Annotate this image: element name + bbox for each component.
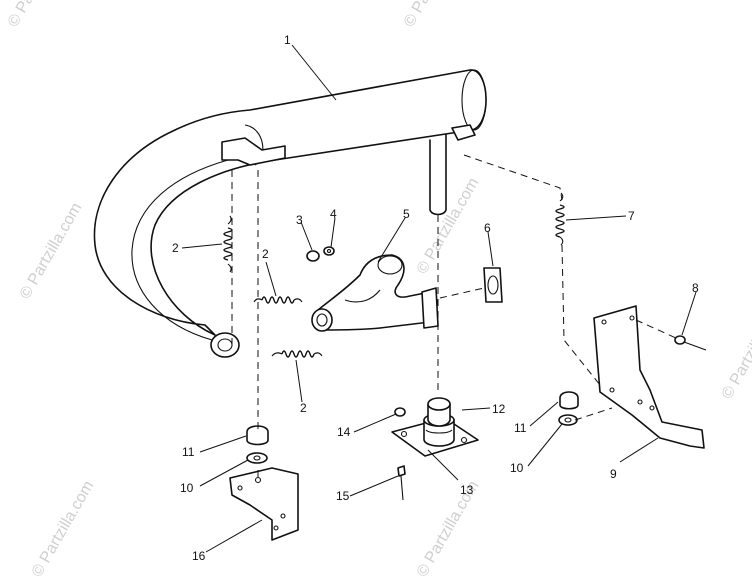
spring-7 (555, 192, 565, 246)
callout-7: 7 (628, 209, 635, 223)
washer-bolt-part (394, 407, 406, 501)
watermark-top-mid: © Partzilla.com (401, 0, 470, 30)
grommet-right-part (558, 391, 579, 426)
muffler-part (93, 69, 487, 358)
callout-13: 13 (460, 483, 474, 497)
callout-8: 8 (692, 281, 699, 295)
callout-5: 5 (403, 207, 410, 221)
callout-1: 1 (284, 33, 291, 47)
callout-6: 6 (484, 221, 491, 235)
watermark-mid: © Partzilla.com (414, 175, 483, 277)
callout-2-upper: 2 (172, 241, 179, 255)
callout-10-left: 10 (180, 481, 194, 495)
callout-10-right: 10 (510, 461, 524, 475)
callout-11-left: 11 (182, 445, 195, 459)
leader-lines (181, 44, 697, 553)
callout-2-middle: 2 (262, 247, 269, 261)
grommet-left-part (246, 425, 269, 464)
y-pipe-part (311, 254, 439, 332)
callout-4: 4 (330, 207, 337, 221)
callout-14: 14 (337, 425, 351, 439)
callout-12: 12 (492, 402, 506, 416)
watermark-left: © Partzilla.com (17, 200, 86, 302)
gasket-part (483, 267, 503, 303)
callout-16: 16 (192, 549, 206, 563)
watermark-bottom-left: © Partzilla.com (29, 478, 98, 580)
callout-15: 15 (336, 489, 350, 503)
spring-2-middle (253, 296, 303, 304)
assembly-lines (231, 154, 677, 478)
callout-9: 9 (610, 467, 617, 481)
callout-11-right: 11 (514, 421, 527, 435)
watermark-top-left: © Partzilla.com (5, 0, 74, 30)
left-bracket-part (229, 467, 299, 541)
callout-2-lower: 2 (300, 401, 307, 415)
callout-labels: 1 2 2 2 3 4 5 6 7 8 9 10 10 11 11 12 13 … (172, 33, 699, 563)
nut-washer-part (306, 246, 335, 262)
spring-2-upper (223, 215, 233, 273)
callout-3: 3 (296, 213, 303, 227)
rubber-mount-part (391, 397, 479, 457)
right-bracket-part (593, 305, 705, 449)
pin-part (674, 335, 707, 351)
spring-2-lower (271, 350, 323, 358)
watermark-right-bottom: © Partzilla.com (719, 300, 752, 402)
